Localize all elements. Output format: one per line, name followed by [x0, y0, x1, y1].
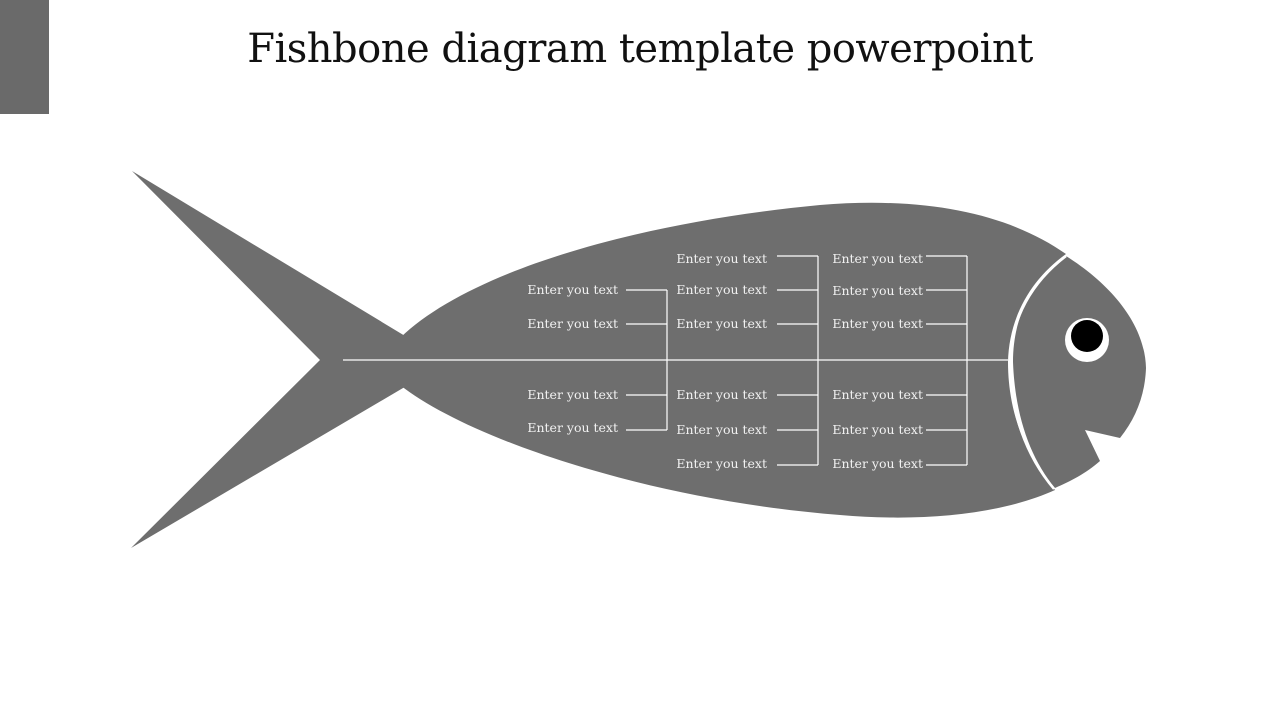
corner-accent-block [0, 0, 49, 114]
cause-label: Enter you text [527, 420, 618, 435]
cause-label: Enter you text [676, 251, 767, 266]
cause-label: Enter you text [832, 283, 923, 298]
eye-pupil [1071, 320, 1103, 352]
slide-title: Fishbone diagram template powerpoint [247, 26, 1033, 72]
gill-line [1008, 255, 1067, 490]
cause-label: Enter you text [527, 282, 618, 297]
cause-label: Enter you text [832, 316, 923, 331]
cause-label: Enter you text [832, 251, 923, 266]
cause-label: Enter you text [527, 316, 618, 331]
cause-label: Enter you text [832, 422, 923, 437]
cause-label: Enter you text [676, 282, 767, 297]
cause-label: Enter you text [832, 387, 923, 402]
cause-label: Enter you text [676, 422, 767, 437]
cause-label: Enter you text [676, 456, 767, 471]
fish-head [1013, 256, 1146, 488]
bone-connectors [626, 255, 968, 466]
cause-label: Enter you text [832, 456, 923, 471]
cause-label: Enter you text [527, 387, 618, 402]
cause-label: Enter you text [676, 387, 767, 402]
cause-label: Enter you text [676, 316, 767, 331]
